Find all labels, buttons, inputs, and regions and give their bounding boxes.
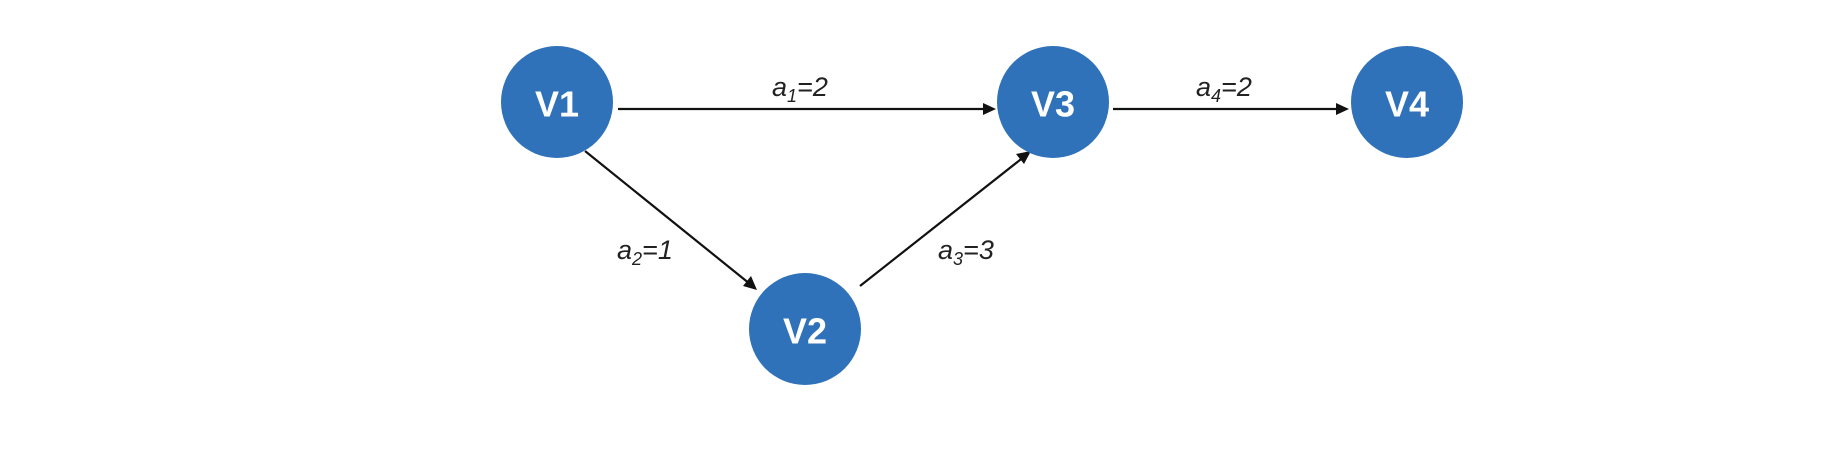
edge-v2-v3-arrow bbox=[859, 155, 1026, 287]
edge-v1-v3-label: a1=2 bbox=[772, 72, 828, 106]
edge-v2-v3-sub: 3 bbox=[953, 249, 963, 269]
edge-v3-v4-value: =2 bbox=[1221, 72, 1252, 102]
node-v2-circle bbox=[749, 273, 861, 385]
edge-v3-v4: a4=2 bbox=[1113, 72, 1349, 115]
edge-v1-v2-arrow bbox=[584, 150, 751, 285]
edge-v1-v2-label: a2=1 bbox=[617, 235, 673, 269]
edge-v1-v3-value: =2 bbox=[797, 72, 828, 102]
edge-v1-v2: a2=1 bbox=[584, 150, 757, 290]
node-v2[interactable]: V2 bbox=[749, 273, 861, 385]
edge-v3-v4-arrowhead bbox=[1336, 103, 1349, 115]
node-v1-circle bbox=[501, 46, 613, 158]
edge-v1-v3: a1=2 bbox=[618, 72, 996, 115]
edge-v3-v4-sub: 4 bbox=[1211, 86, 1221, 106]
node-v1[interactable]: V1 bbox=[501, 46, 613, 158]
node-v4[interactable]: V4 bbox=[1351, 46, 1463, 158]
edge-v2-v3-var: a bbox=[938, 235, 953, 265]
node-v1-label: V1 bbox=[535, 84, 579, 125]
edge-v1-v2-arrowhead bbox=[743, 276, 757, 290]
edge-v1-v2-value: =1 bbox=[642, 235, 673, 265]
edge-v2-v3-label: a3=3 bbox=[938, 235, 994, 269]
edge-v2-v3-arrowhead bbox=[1016, 151, 1031, 164]
edges: a1=2 a2=1 a3=3 a4=2 bbox=[584, 72, 1349, 290]
node-v3[interactable]: V3 bbox=[997, 46, 1109, 158]
node-v3-label: V3 bbox=[1031, 84, 1075, 125]
edge-v3-v4-var: a bbox=[1196, 72, 1211, 102]
edge-v2-v3-value: =3 bbox=[963, 235, 994, 265]
edge-v1-v3-var: a bbox=[772, 72, 787, 102]
node-v2-label: V2 bbox=[783, 311, 827, 352]
edge-v3-v4-label: a4=2 bbox=[1196, 72, 1252, 106]
node-v4-circle bbox=[1351, 46, 1463, 158]
edge-v1-v2-sub: 2 bbox=[631, 249, 642, 269]
edge-v1-v3-sub: 1 bbox=[787, 86, 797, 106]
edge-v2-v3: a3=3 bbox=[859, 151, 1031, 287]
edge-v1-v2-var: a bbox=[617, 235, 632, 265]
nodes: V1 V2 V3 V4 bbox=[501, 46, 1463, 385]
node-v4-label: V4 bbox=[1385, 84, 1429, 125]
node-v3-circle bbox=[997, 46, 1109, 158]
edge-v1-v3-arrowhead bbox=[983, 103, 996, 115]
